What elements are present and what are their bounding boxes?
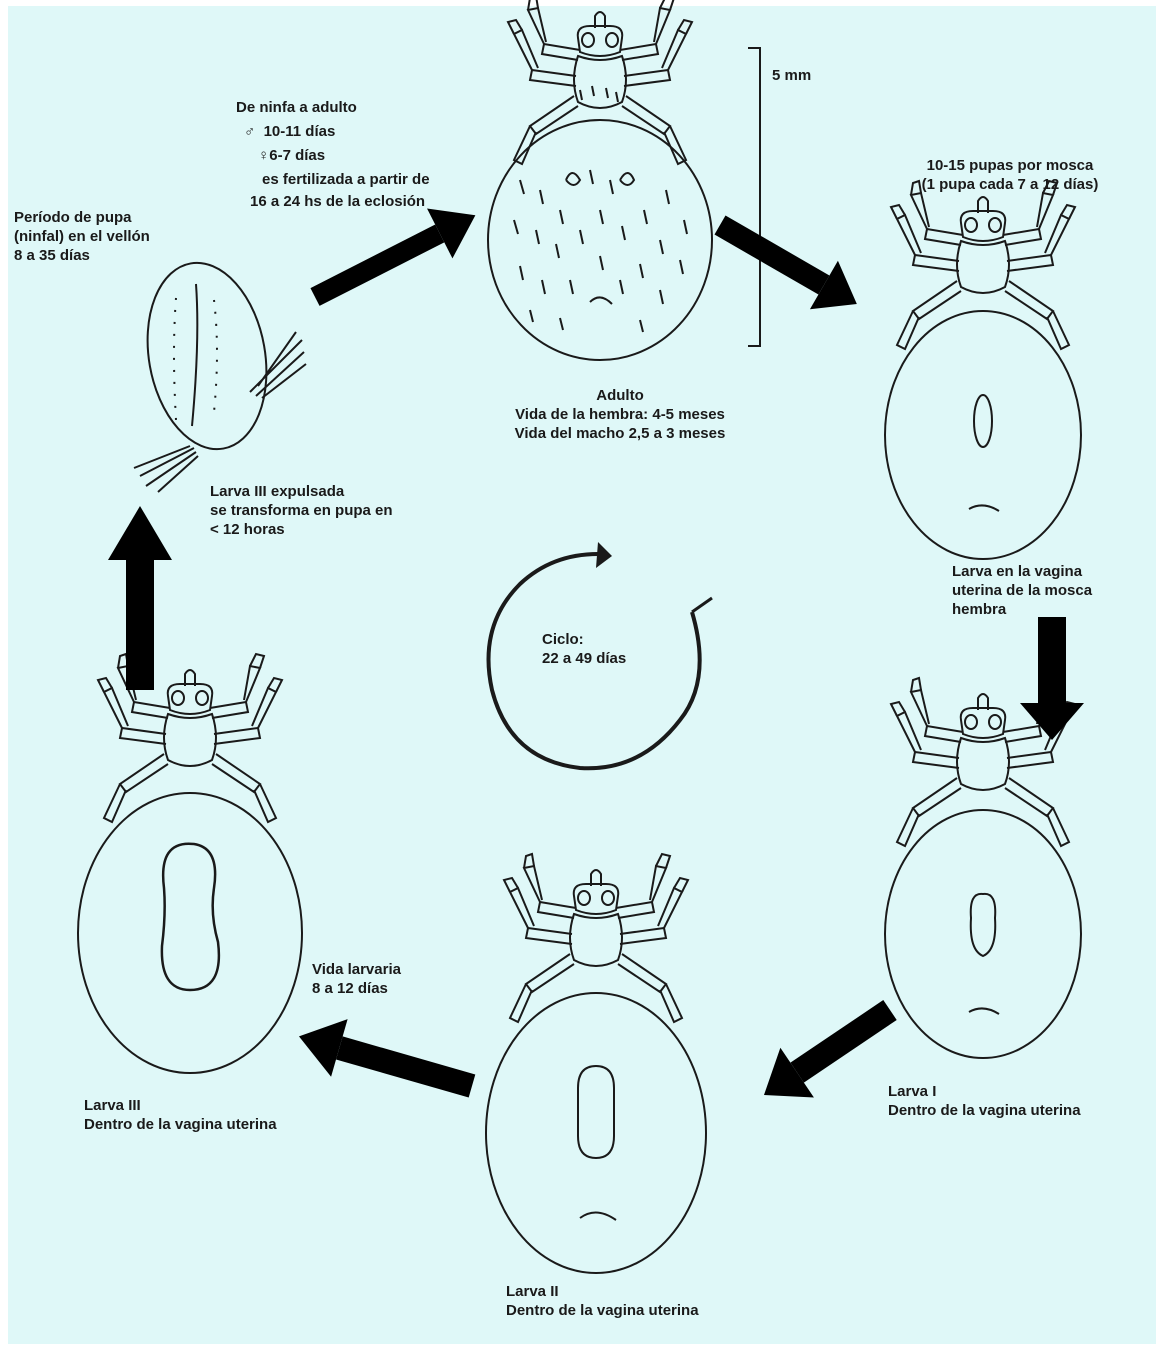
- pupa-period-line2: (ninfal) en el vellón: [14, 228, 150, 245]
- scale-bar: [748, 48, 760, 346]
- larva-3-expelled-caption: Larva III expulsada se transforma en pup…: [210, 482, 393, 539]
- expelled-line3: < 12 horas: [210, 521, 285, 538]
- arrow-larva-in-fly-to-larva-1: [1020, 617, 1084, 740]
- pupa-period-line3: 8 a 35 días: [14, 247, 90, 264]
- nymph-male-row: ♂ 10-11 días: [244, 122, 335, 141]
- pupa-period-line1: Período de pupa: [14, 209, 132, 226]
- pupa-illustration: [134, 253, 306, 492]
- cycle-line1: Ciclo:: [542, 631, 584, 648]
- nymph-female-row: ♀6-7 días: [258, 146, 325, 165]
- larva-1-title: Larva I: [888, 1083, 936, 1100]
- adult-caption: Adulto Vida de la hembra: 4-5 meses Vida…: [470, 386, 770, 443]
- expelled-line1: Larva III expulsada: [210, 483, 344, 500]
- scale-bar-label: 5 mm: [772, 66, 811, 85]
- larva-2-title: Larva II: [506, 1283, 559, 1300]
- larva-2-caption: Larva II Dentro de la vagina uterina: [506, 1282, 699, 1320]
- pupae-per-fly-caption: 10-15 pupas por mosca (1 pupa cada 7 a 1…: [880, 156, 1140, 194]
- larva-in-fly-illustration: [885, 181, 1081, 559]
- larva-1-caption: Larva I Dentro de la vagina uterina: [888, 1082, 1081, 1120]
- larva-2-desc: Dentro de la vagina uterina: [506, 1302, 699, 1319]
- fertilization-line2: 16 a 24 hs de la eclosión: [250, 192, 425, 211]
- cycle-line2: 22 a 49 días: [542, 650, 626, 667]
- larva-3-desc: Dentro de la vagina uterina: [84, 1116, 277, 1133]
- larval-life-caption: Vida larvaria 8 a 12 días: [312, 960, 401, 998]
- adult-title: Adulto: [596, 387, 643, 404]
- larva-vagina-line1: Larva en la vagina: [952, 563, 1082, 580]
- larva-2-illustration: [486, 854, 706, 1273]
- fertilization-line1: es fertilizada a partir de: [262, 170, 430, 189]
- adult-male-life: Vida del macho 2,5 a 3 meses: [515, 425, 726, 442]
- expelled-line2: se transforma en pupa en: [210, 502, 393, 519]
- larva-1-desc: Dentro de la vagina uterina: [888, 1102, 1081, 1119]
- pupae-line1: 10-15 pupas por mosca: [927, 157, 1094, 174]
- larva-3-caption: Larva III Dentro de la vagina uterina: [84, 1096, 277, 1134]
- adult-fly-illustration: [488, 0, 712, 360]
- larva-in-fly-caption: Larva en la vagina uterina de la mosca h…: [952, 562, 1092, 619]
- cycle-arrow-head: [596, 542, 612, 568]
- adult-female-life: Vida de la hembra: 4-5 meses: [515, 406, 725, 423]
- larval-life-line2: 8 a 12 días: [312, 980, 388, 997]
- nymph-to-adult-title: De ninfa a adulto: [236, 98, 357, 117]
- larva-3-illustration: [78, 654, 302, 1073]
- male-symbol: ♂: [244, 123, 255, 140]
- male-days: 10-11 días: [264, 123, 336, 140]
- larva-vagina-line3: hembra: [952, 601, 1006, 618]
- larval-life-line1: Vida larvaria: [312, 961, 401, 978]
- pupae-line2: (1 pupa cada 7 a 12 días): [922, 176, 1099, 193]
- pupa-period-caption: Período de pupa (ninfal) en el vellón 8 …: [14, 208, 150, 265]
- arrow-adult-to-larva-in-fly: [706, 201, 871, 328]
- cycle-label: Ciclo: 22 a 49 días: [542, 630, 626, 668]
- arrow-larva-3-to-pupa: [108, 506, 172, 690]
- female-symbol: ♀: [258, 147, 269, 164]
- larva-3-title: Larva III: [84, 1097, 141, 1114]
- larva-vagina-line2: uterina de la mosca: [952, 582, 1092, 599]
- female-days: 6-7 días: [269, 147, 325, 164]
- arrow-larva-2-to-larva-3: [291, 1008, 481, 1115]
- arrow-larva-1-to-larva-2: [747, 985, 907, 1120]
